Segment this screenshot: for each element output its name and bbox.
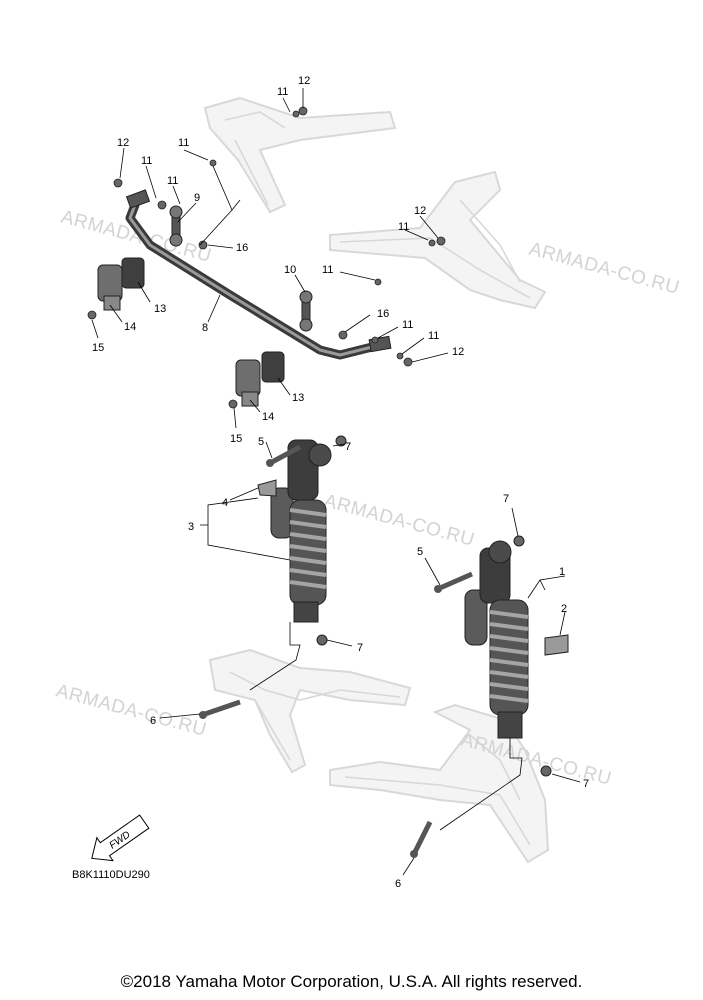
fasteners — [87, 106, 446, 409]
callout-1: 1 — [559, 566, 565, 578]
callout-12: 12 — [117, 137, 129, 149]
callout-11: 11 — [277, 86, 288, 98]
callout-5: 5 — [417, 546, 423, 558]
callout-9: 9 — [194, 192, 200, 204]
diagram-code: B8K1110DU290 — [72, 869, 150, 881]
callout-2: 2 — [561, 603, 567, 615]
callout-11: 11 — [167, 175, 178, 187]
callout-12: 12 — [414, 205, 426, 217]
callout-15: 15 — [92, 342, 104, 354]
callout-3: 3 — [188, 521, 194, 533]
callout-5: 5 — [258, 436, 264, 448]
callout-11: 11 — [402, 319, 413, 331]
shock-absorber-right — [464, 540, 569, 739]
callout-13: 13 — [154, 303, 166, 315]
callout-12: 12 — [298, 75, 310, 87]
callout-15: 15 — [230, 433, 242, 445]
watermark-4: ARMADA-CO.RU — [54, 681, 209, 741]
callout-14: 14 — [124, 321, 136, 333]
callout-6: 6 — [395, 878, 401, 890]
upper-a-arm-ghost-1 — [203, 96, 397, 214]
callout-6: 6 — [150, 715, 156, 727]
callout-7: 7 — [357, 642, 363, 654]
copyright-notice: ©2018 Yamaha Motor Corporation, U.S.A. A… — [120, 972, 583, 991]
callout-11: 11 — [178, 137, 189, 149]
callout-11: 11 — [398, 221, 409, 233]
callout-11: 11 — [428, 330, 439, 342]
callout-numbers: 12 11 11 12 11 11 9 16 12 11 11 10 13 14… — [92, 75, 589, 890]
callout-7: 7 — [583, 778, 589, 790]
leader-lines — [91, 88, 581, 876]
callout-7: 7 — [503, 493, 509, 505]
callout-13: 13 — [292, 392, 304, 404]
callout-4: 4 — [222, 497, 228, 509]
fwd-arrow-icon: FWD — [91, 814, 150, 862]
callout-14: 14 — [262, 411, 274, 423]
callout-7: 7 — [345, 441, 351, 453]
watermark-2: ARMADA-CO.RU — [527, 239, 682, 299]
callout-16: 16 — [377, 308, 389, 320]
stabilizer-link-right — [299, 290, 313, 332]
callout-10: 10 — [284, 264, 296, 276]
lower-a-arm-ghost-2 — [329, 703, 550, 864]
callout-11: 11 — [322, 264, 333, 276]
shock-absorber-left — [257, 439, 332, 623]
bolts-and-nuts — [199, 435, 552, 858]
lower-a-arm-ghost-1 — [208, 648, 412, 774]
watermark-3: ARMADA-CO.RU — [322, 491, 477, 551]
bushing-bracket-left — [97, 257, 145, 311]
bushing-bracket-right — [235, 351, 285, 407]
stabilizer-link-left — [169, 205, 183, 247]
stabilizer-bar — [125, 189, 392, 360]
callout-16: 16 — [236, 242, 248, 254]
callout-8: 8 — [202, 322, 208, 334]
callout-12: 12 — [452, 346, 464, 358]
callout-11: 11 — [141, 155, 152, 167]
